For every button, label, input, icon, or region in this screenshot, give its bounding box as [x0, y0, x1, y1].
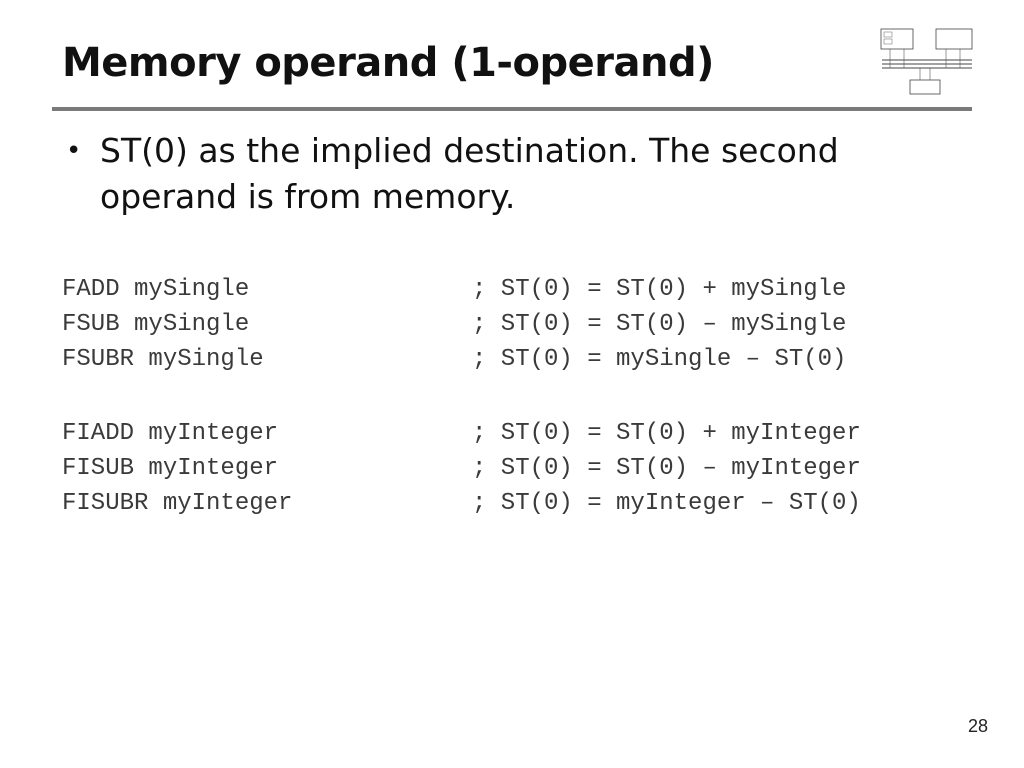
code-instruction: FSUBR mySingle: [62, 346, 264, 373]
code-comment: ; ST(0) = ST(0) – mySingle: [472, 311, 847, 338]
code-instruction: FSUB mySingle: [62, 311, 250, 338]
code-block: FADD mySingle ; ST(0) = ST(0) + mySingle…: [62, 272, 861, 521]
slide-title: Memory operand (1-operand): [62, 40, 714, 86]
code-line: FIADD myInteger ; ST(0) = ST(0) + myInte…: [62, 416, 861, 451]
code-instruction: FIADD myInteger: [62, 420, 279, 447]
code-instruction: FISUBR myInteger: [62, 490, 293, 517]
title-divider: [52, 107, 972, 111]
code-comment: ; ST(0) = ST(0) + mySingle: [472, 276, 847, 303]
code-comment: ; ST(0) = ST(0) + myInteger: [472, 420, 861, 447]
bullet-marker: •: [66, 136, 82, 166]
code-comment: ; ST(0) = ST(0) – myInteger: [472, 455, 861, 482]
bullet-text: ST(0) as the implied destination. The se…: [100, 131, 839, 216]
computer-architecture-diagram-icon: [880, 28, 973, 95]
code-instruction: FISUB myInteger: [62, 455, 279, 482]
code-line: FSUBR mySingle ; ST(0) = mySingle – ST(0…: [62, 342, 846, 377]
code-line: FADD mySingle ; ST(0) = ST(0) + mySingle: [62, 272, 846, 307]
code-line: FSUB mySingle ; ST(0) = ST(0) – mySingle: [62, 307, 846, 342]
page-number: 28: [967, 716, 988, 736]
code-line: FISUBR myInteger ; ST(0) = myInteger – S…: [62, 486, 861, 521]
code-line: FISUB myInteger ; ST(0) = ST(0) – myInte…: [62, 451, 861, 486]
code-comment: ; ST(0) = myInteger – ST(0): [472, 490, 861, 517]
bullet-item: • ST(0) as the implied destination. The …: [66, 128, 946, 220]
code-comment: ; ST(0) = mySingle – ST(0): [472, 346, 847, 373]
code-instruction: FADD mySingle: [62, 276, 250, 303]
